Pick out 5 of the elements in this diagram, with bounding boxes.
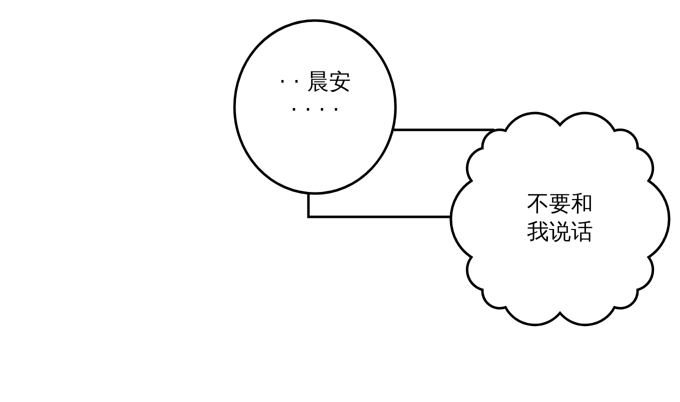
bubble-text: 不要和我说话	[526, 191, 594, 247]
connector-line	[393, 128, 494, 132]
bubble-text: · · · ·	[290, 97, 340, 125]
connector-line	[307, 194, 452, 218]
bubble-text: · · 晨安	[279, 69, 351, 97]
